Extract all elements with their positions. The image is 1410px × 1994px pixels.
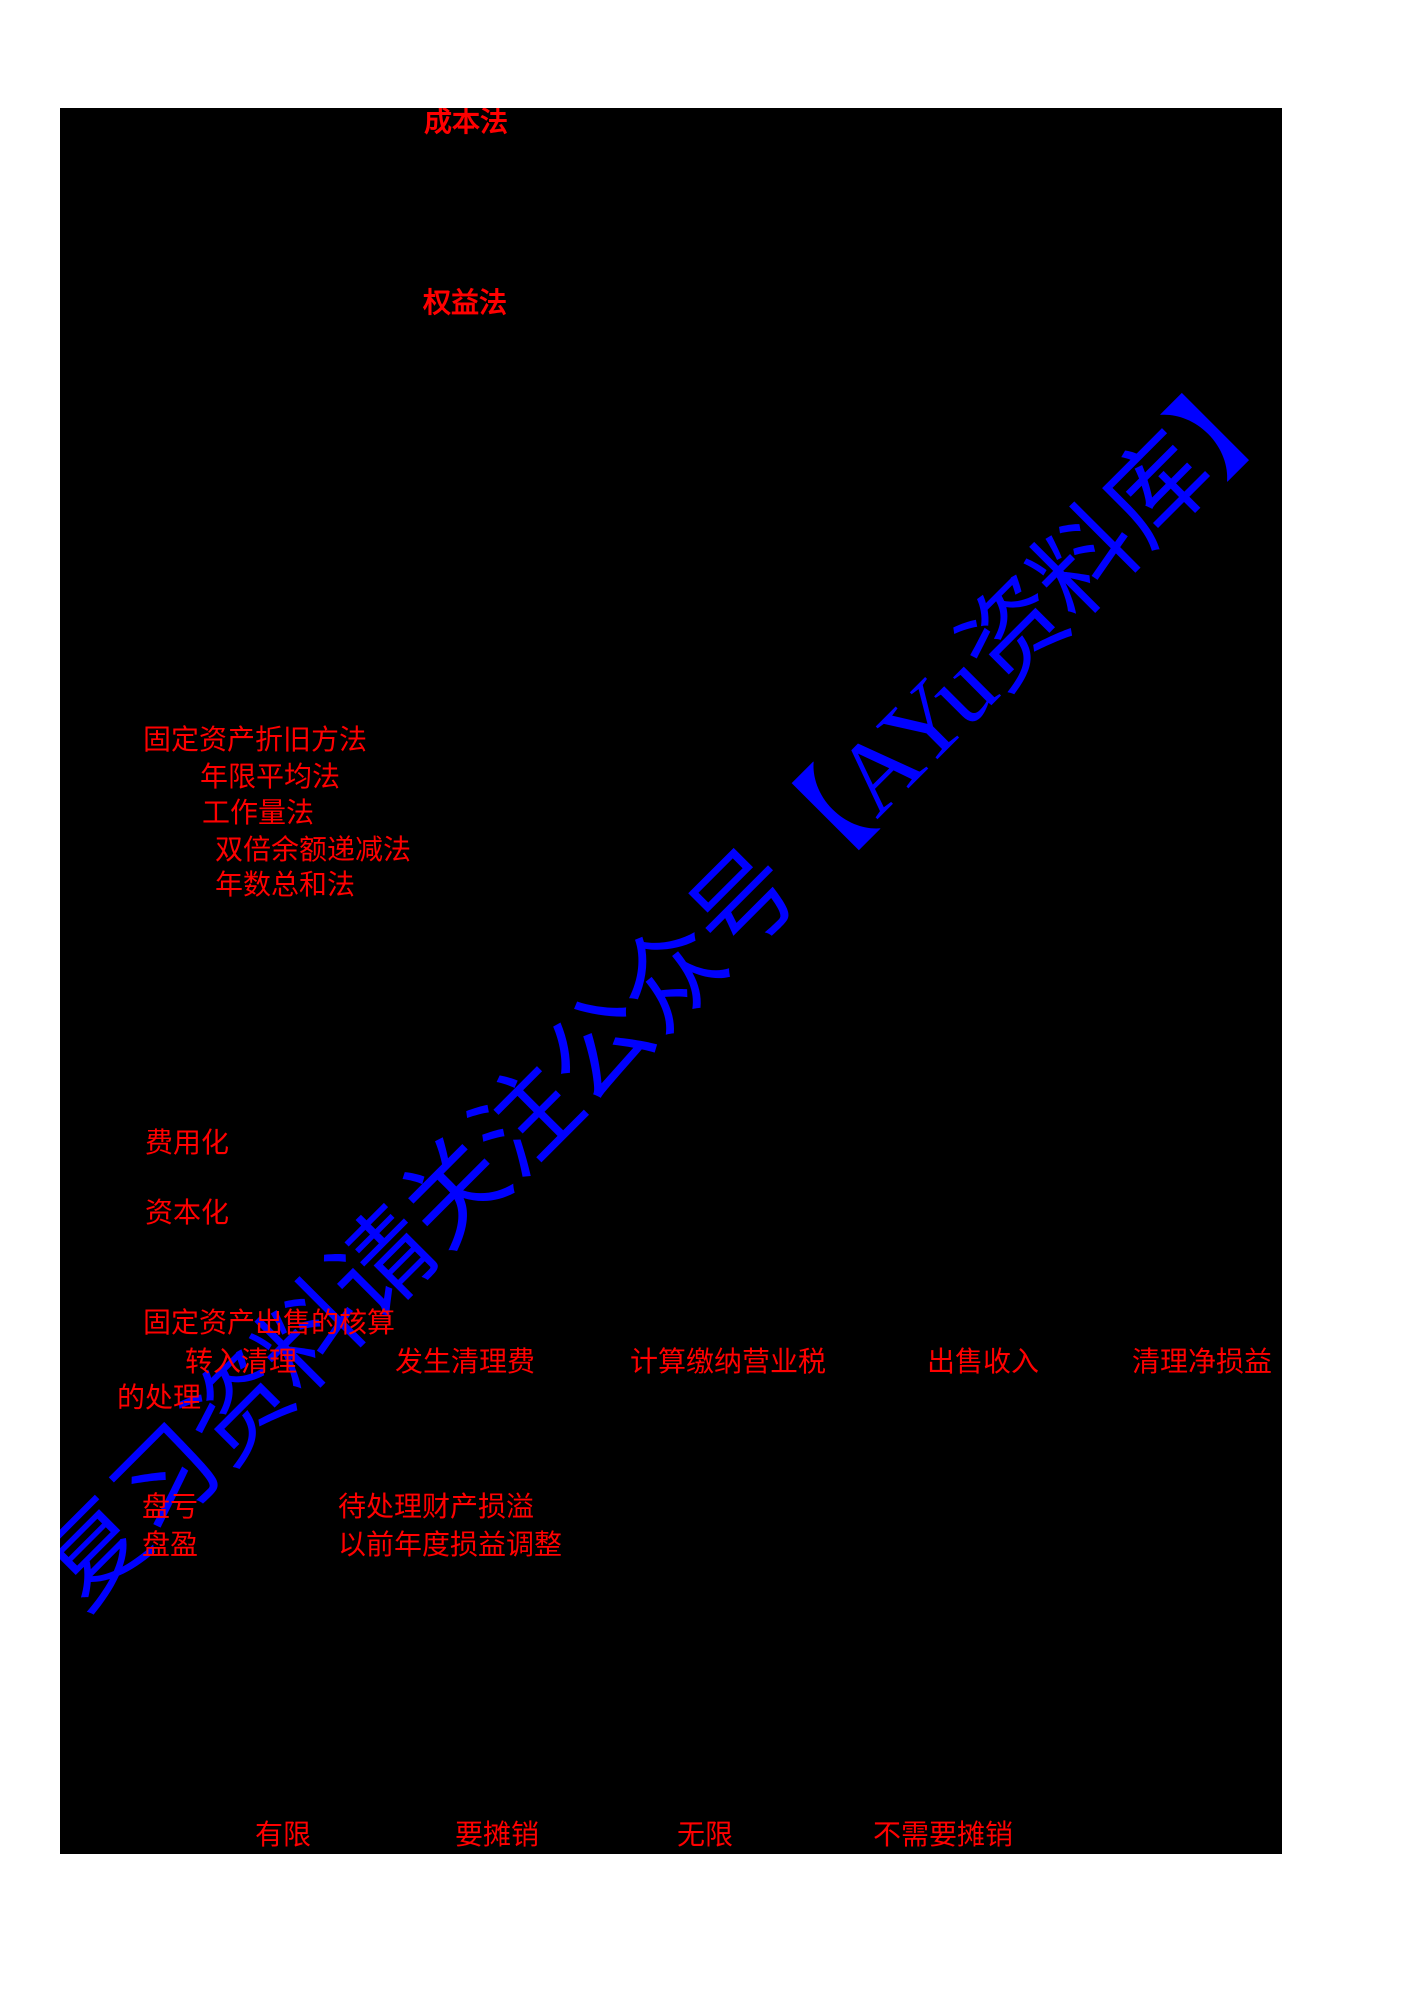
label-expense: 费用化 — [145, 1128, 230, 1159]
label-amortization-finite: 有限 — [255, 1820, 312, 1851]
label-inventory-surplus-account: 以前年度损益调整 — [338, 1530, 563, 1561]
label-disposal-step-net-gain-loss: 清理净损益 — [1132, 1347, 1273, 1378]
label-inventory-loss-account: 待处理财产损溢 — [338, 1492, 535, 1523]
label-depreciation-item-straight-line: 年限平均法 — [200, 762, 341, 793]
label-cost-method: 成本法 — [424, 108, 509, 138]
diagonal-watermark: 复习资料请关注公众号【AYu资料库】 — [60, 342, 1282, 1630]
label-amortization-amortize: 要摊销 — [455, 1820, 540, 1851]
label-disposal-suffix: 的处理 — [117, 1383, 202, 1414]
label-equity-method: 权益法 — [423, 288, 508, 319]
label-disposal-step-transfer: 转入清理 — [185, 1347, 298, 1378]
label-disposal-step-business-tax: 计算缴纳营业税 — [630, 1347, 827, 1378]
label-depreciation-item-double-declining: 双倍余额递减法 — [215, 835, 412, 866]
label-amortization-no-amortize: 不需要摊销 — [873, 1820, 1014, 1851]
document-page-panel: 复习资料请关注公众号【AYu资料库】 成本法 权益法 固定资产折旧方法 年限平均… — [60, 108, 1282, 1854]
label-capitalize: 资本化 — [145, 1198, 230, 1229]
label-depreciation-title: 固定资产折旧方法 — [143, 725, 368, 756]
label-disposal-title: 固定资产出售的核算 — [143, 1308, 396, 1339]
label-inventory-surplus: 盘盈 — [142, 1530, 199, 1561]
label-depreciation-item-units-of-production: 工作量法 — [202, 798, 315, 829]
label-inventory-loss: 盘亏 — [142, 1492, 199, 1523]
label-depreciation-item-sum-of-years: 年数总和法 — [215, 870, 356, 901]
label-amortization-infinite: 无限 — [677, 1820, 734, 1851]
label-disposal-step-sale-income: 出售收入 — [927, 1347, 1040, 1378]
label-disposal-step-cleanup-fee: 发生清理费 — [395, 1347, 536, 1378]
